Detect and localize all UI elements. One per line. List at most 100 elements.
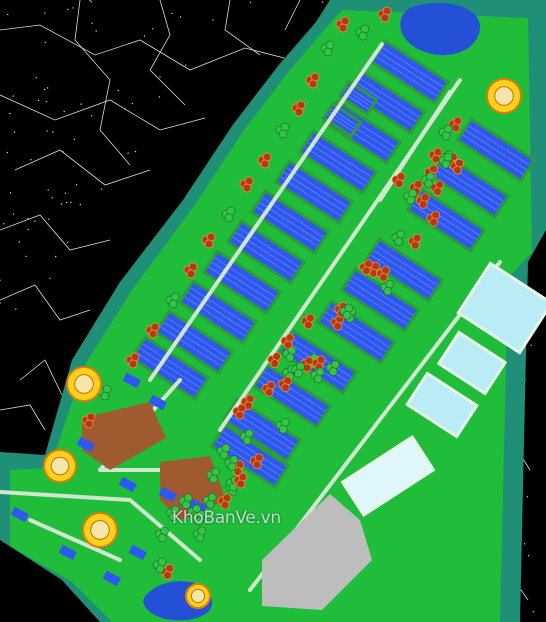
cad-line — [284, 0, 301, 31]
tree-cluster-icon — [233, 472, 248, 489]
terrain-dot — [48, 218, 50, 220]
panel-row-line — [222, 431, 284, 472]
tree-cluster-icon — [232, 403, 247, 420]
terrain-dot — [51, 197, 53, 199]
terrain-dot — [6, 151, 8, 154]
terrain-dot — [124, 108, 126, 110]
tree-cluster-icon — [191, 510, 206, 526]
round-planter-icon — [66, 366, 102, 402]
solar-panel-icon — [102, 570, 121, 587]
cad-line — [74, 0, 131, 166]
cad-line — [149, 0, 186, 106]
terrain-dot — [184, 64, 187, 66]
terrain-dot — [532, 611, 535, 613]
tree-cluster-icon — [178, 493, 193, 510]
terrain-dot — [526, 496, 529, 498]
terrain-dot — [9, 192, 12, 194]
paved-plaza — [82, 402, 166, 470]
tree-cluster-icon — [202, 492, 217, 509]
tree-cluster-icon — [335, 16, 350, 33]
terrain-dot — [13, 131, 16, 133]
panel-row-line — [376, 245, 438, 286]
terrain-dot — [90, 1, 93, 3]
terrain-dot — [46, 87, 49, 89]
tree-cluster-icon — [438, 152, 453, 169]
cad-line — [0, 284, 91, 321]
terrain-dot — [0, 302, 1, 304]
tree-cluster-icon — [206, 467, 220, 484]
terrain-dot — [27, 218, 29, 220]
terrain-dot — [52, 131, 54, 133]
solar-panel-icon — [10, 506, 29, 523]
tree-cluster-icon — [165, 505, 180, 522]
panel-row-line — [349, 280, 411, 320]
tree-cluster-icon — [421, 172, 435, 188]
terrain-dot — [322, 1, 324, 3]
tree-cluster-icon — [415, 193, 430, 209]
terrain-dot — [527, 555, 530, 557]
panel-row-line — [418, 195, 480, 236]
tree-cluster-icon — [320, 40, 335, 57]
tree-cluster-icon — [291, 362, 305, 378]
tree-cluster-icon — [301, 313, 315, 330]
tree-cluster-icon — [330, 314, 345, 331]
panel-row-line — [286, 167, 348, 208]
tree-cluster-icon — [239, 429, 254, 445]
solar-panel-icon — [128, 544, 147, 561]
tree-cluster-icon — [428, 147, 443, 164]
terrain-dot — [44, 41, 46, 44]
tree-cluster-icon — [152, 557, 167, 574]
tree-cluster-icon — [125, 352, 140, 369]
solar-panel-icon — [158, 486, 177, 503]
panel-row-line — [187, 292, 249, 332]
tree-cluster-icon — [239, 176, 254, 193]
water-basin-icon — [409, 375, 475, 435]
tree-cluster-icon — [278, 376, 292, 393]
terrain-dot — [91, 22, 93, 24]
water-basin-icon — [344, 439, 432, 513]
panel-row-line — [382, 47, 444, 88]
tree-cluster-icon — [299, 356, 314, 373]
tree-cluster-icon — [391, 172, 406, 189]
panel-row-line — [355, 82, 417, 122]
terrain-dot — [134, 150, 137, 153]
panel-row-line — [376, 56, 438, 97]
terrain-dot — [65, 201, 68, 204]
solar-panel-icon — [118, 476, 137, 493]
terrain-dot — [45, 100, 48, 103]
tree-cluster-icon — [426, 210, 441, 227]
tree-cluster-icon — [355, 24, 370, 41]
terrain-dot — [249, 1, 252, 3]
panel-row-line — [373, 250, 435, 290]
panel-row-line — [283, 172, 345, 212]
solar-panel-icon — [122, 372, 141, 389]
terrain-dot — [131, 102, 134, 105]
panel-row-line — [160, 326, 222, 367]
terrain-dot — [212, 19, 214, 21]
tree-cluster-icon — [216, 443, 231, 460]
tree-cluster-icon — [325, 360, 340, 376]
terrain-dot — [73, 138, 76, 140]
terrain-dot — [30, 159, 32, 161]
terrain-dot — [127, 152, 129, 154]
terrain-dot — [9, 112, 11, 115]
terrain-dot — [64, 192, 67, 194]
terrain-dot — [79, 204, 82, 206]
panel-row-line — [436, 170, 498, 211]
terrain-dot — [89, 0, 91, 2]
tree-cluster-icon — [275, 417, 290, 434]
panel-row-line — [166, 317, 228, 358]
water-basin-icon — [440, 334, 504, 392]
panel-row-line — [163, 322, 225, 362]
tree-cluster-icon — [280, 333, 295, 350]
panel-row-line — [280, 176, 342, 217]
terrain-dot — [179, 16, 182, 18]
panel-row-line — [352, 275, 414, 316]
panel-row-line — [310, 137, 372, 178]
panel-row-line — [468, 125, 530, 166]
road — [28, 518, 122, 562]
tree-cluster-icon — [377, 6, 392, 23]
panel-row-line — [462, 134, 524, 175]
terrain-dot — [80, 103, 82, 105]
terrain-dot — [12, 213, 15, 215]
